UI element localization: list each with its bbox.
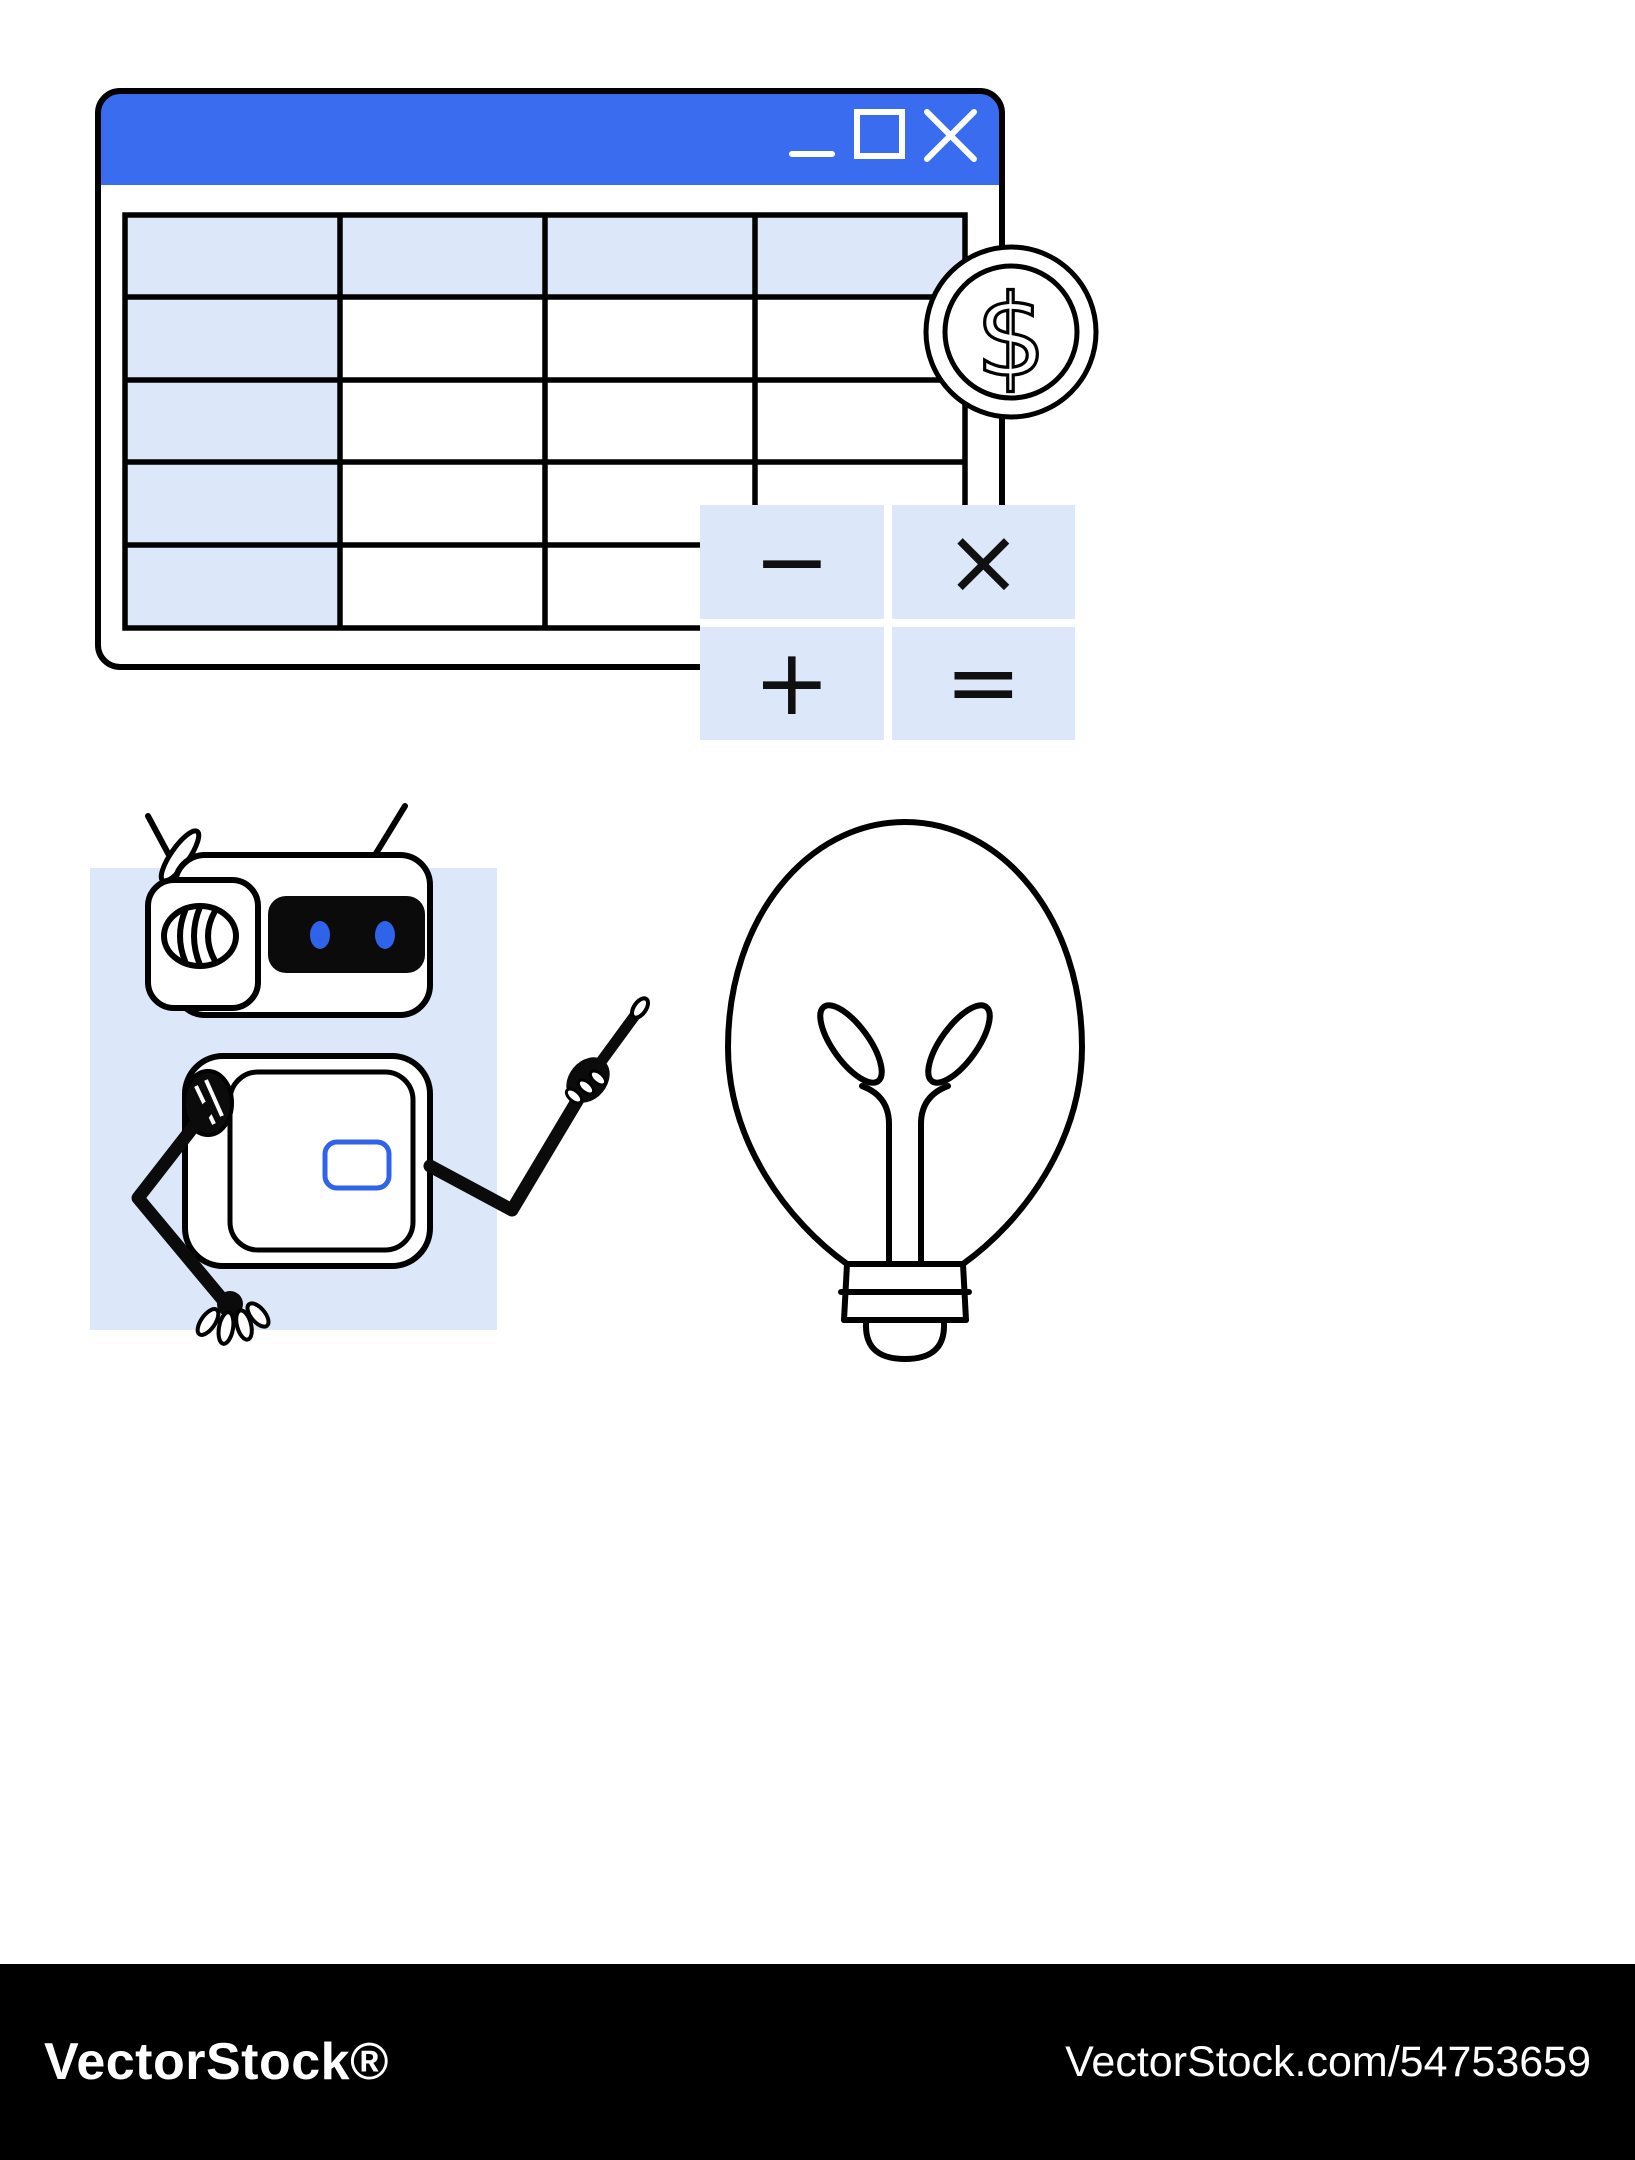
calculator-panel: − × + = — [700, 505, 1075, 740]
dollar-sign: $ — [975, 272, 1046, 402]
minus-symbol: − — [753, 507, 831, 615]
watermark-bar: VectorStock® VectorStock.com/54753659 — [0, 1964, 1635, 2160]
watermark-brand: VectorStock® — [44, 2033, 389, 2091]
robot-arm-right — [423, 1089, 587, 1217]
coin-inner-ring — [942, 263, 1080, 401]
equals-symbol: = — [944, 629, 1022, 737]
robot-visor — [268, 896, 425, 973]
robot-pointing-hand — [564, 996, 650, 1105]
watermark-credit: VectorStock.com/54753659 — [1065, 2037, 1591, 2086]
robot-body-panel-seam — [227, 1069, 416, 1253]
spreadsheet-window — [95, 88, 1005, 670]
robot-eye-left — [310, 921, 330, 949]
bulb-filament — [817, 1002, 993, 1267]
lightbulb-illustration — [725, 819, 1085, 1363]
robot-arm-left — [131, 1101, 235, 1313]
robot-antenna-right — [372, 803, 408, 858]
plus-symbol: + — [753, 629, 831, 737]
multiply-key: × — [891, 505, 1075, 619]
equals-key: = — [891, 626, 1075, 740]
bulb-glass — [725, 819, 1085, 1267]
close-icon — [924, 109, 977, 162]
bulb-tip — [863, 1317, 947, 1363]
robot-eye-right — [375, 921, 395, 949]
multiply-symbol: × — [944, 507, 1022, 615]
window-controls — [789, 109, 977, 162]
robot-ear-dial — [161, 903, 239, 969]
coin-outer-ring — [923, 244, 1099, 420]
maximize-icon — [854, 109, 905, 159]
robot-claw-hand — [195, 1291, 271, 1346]
robot-illustration — [90, 803, 650, 1346]
bulb-base — [838, 1261, 972, 1363]
minus-key: − — [700, 505, 884, 619]
dollar-coin-icon: $ — [923, 244, 1099, 420]
robot-chest-button — [322, 1139, 392, 1191]
window-titlebar — [98, 91, 1002, 185]
plus-key: + — [700, 626, 884, 740]
